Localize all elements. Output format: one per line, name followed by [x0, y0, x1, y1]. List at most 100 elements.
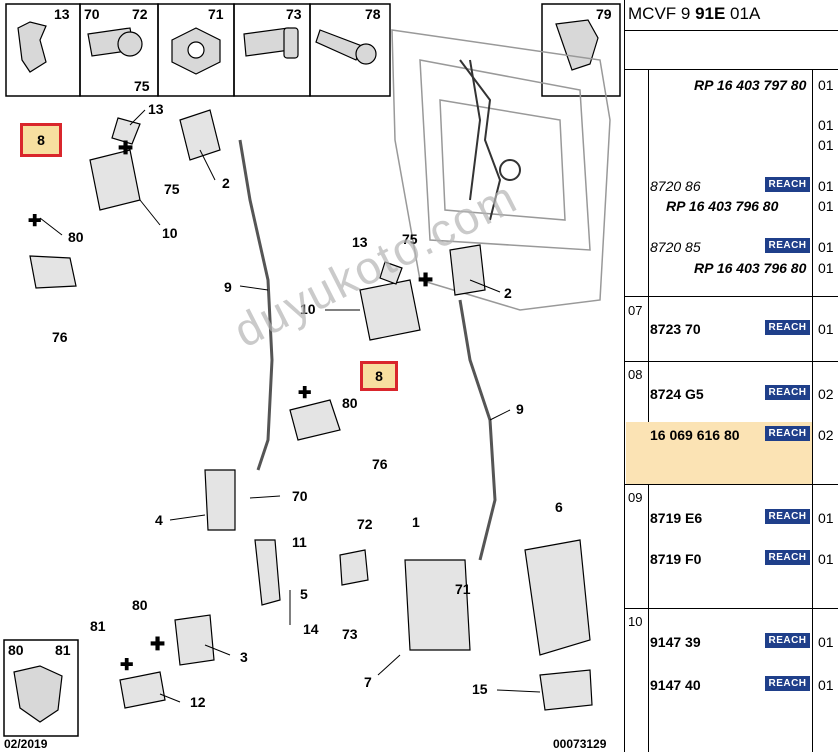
- part-row[interactable]: 01: [818, 137, 834, 153]
- reach-badge: REACH: [765, 633, 810, 648]
- marker-80-left: ✚: [28, 213, 41, 230]
- callout-label: 81: [90, 618, 106, 634]
- reach-badge: REACH: [765, 509, 810, 524]
- clip-15: [539, 669, 593, 711]
- box-label: 81: [55, 642, 71, 658]
- reach-badge: REACH: [765, 238, 810, 253]
- bracket-11: [339, 549, 369, 586]
- top-label: 79: [596, 6, 612, 22]
- callout-label: 76: [372, 456, 388, 472]
- marker-80-bottom: ✚: [150, 634, 165, 654]
- section-number: 07: [628, 303, 643, 318]
- callout-label: 5: [300, 586, 308, 602]
- part-box-80-81: [3, 639, 79, 737]
- callout-label: 71: [455, 581, 471, 597]
- callout-label: 73: [342, 626, 358, 642]
- callout-label: 9: [516, 401, 524, 417]
- callout-label: 4: [155, 512, 163, 528]
- section-number: 08: [628, 367, 643, 382]
- callout-label: 72: [357, 516, 373, 532]
- screw-73-drawing: [243, 27, 291, 57]
- highlighted-callout[interactable]: 8: [360, 361, 398, 391]
- callout-label: 12: [190, 694, 206, 710]
- callout-label: 3: [240, 649, 248, 665]
- parts-list-panel: [624, 0, 838, 752]
- lock-1: [404, 559, 471, 651]
- hinge-4: [204, 469, 236, 531]
- divider: [624, 69, 838, 70]
- reach-badge: REACH: [765, 676, 810, 691]
- callout-label: 80: [132, 597, 148, 613]
- reach-badge: REACH: [765, 320, 810, 335]
- top-label: 73: [286, 6, 302, 22]
- callout-label: 11: [292, 534, 307, 550]
- callout-label: 9: [224, 279, 232, 295]
- marker-80-right: ✚: [298, 385, 311, 402]
- screw-78-drawing: [315, 29, 363, 61]
- doc-number: 00073129: [553, 737, 607, 751]
- callout-label: 2: [504, 285, 512, 301]
- top-label: 13: [54, 6, 70, 22]
- callout-label: 15: [472, 681, 488, 697]
- cable-9-left: [238, 139, 274, 471]
- diagram-drawing: ✚ ✚ ✚ ✚ ✚ ✚: [3, 3, 621, 737]
- callout-label: 13: [148, 101, 164, 117]
- door-outline: [391, 29, 611, 311]
- callout-label: 13: [352, 234, 368, 250]
- callout-label: 14: [303, 621, 319, 637]
- top-label: 70: [84, 6, 100, 22]
- top-label: 75: [134, 78, 150, 94]
- latch-3: [174, 614, 215, 666]
- callout-label: 1: [412, 514, 420, 530]
- door-cable: [459, 59, 502, 221]
- date-label: 02/2019: [4, 737, 48, 751]
- section-number: 10: [628, 614, 643, 629]
- callout-label: 7: [364, 674, 372, 690]
- screw-80-81-drawing: [13, 665, 63, 723]
- latch-2-left: [179, 109, 221, 161]
- callout-label: 10: [300, 301, 316, 317]
- marker-75-left: ✚: [118, 138, 133, 158]
- pad-76-left: [29, 255, 77, 289]
- divider: [624, 296, 838, 297]
- callout-label: 76: [52, 329, 68, 345]
- panel-title: MCVF 9 91E 01A: [628, 4, 761, 23]
- box-label: 80: [8, 642, 24, 658]
- callout-label: 75: [164, 181, 180, 197]
- marker-75-right: ✚: [418, 270, 433, 290]
- divider: [624, 484, 838, 485]
- reach-badge: REACH: [765, 385, 810, 400]
- marker-81-bottom: ✚: [120, 657, 133, 674]
- bracket-10-left: [89, 149, 141, 211]
- reach-badge: REACH: [765, 550, 810, 565]
- callout-label: 80: [342, 395, 358, 411]
- highlighted-callout[interactable]: 8: [20, 123, 62, 157]
- callout-label: 6: [555, 499, 563, 515]
- part-row[interactable]: 01: [818, 117, 834, 133]
- callout-label: 75: [402, 231, 418, 247]
- callout-label: 80: [68, 229, 84, 245]
- divider: [624, 30, 838, 31]
- parts-diagram: ✚ ✚ ✚ ✚ ✚ ✚ 13 70 72 75 71 73 78 79 80 8…: [3, 3, 621, 751]
- section-number: 09: [628, 490, 643, 505]
- pad-76-right: [289, 399, 341, 441]
- top-label: 78: [365, 6, 381, 22]
- divider: [812, 69, 813, 752]
- part-box-78: [309, 3, 391, 97]
- handle-6: [524, 539, 591, 656]
- reach-badge: REACH: [765, 177, 810, 192]
- top-label: 72: [132, 6, 148, 22]
- divider: [648, 69, 649, 752]
